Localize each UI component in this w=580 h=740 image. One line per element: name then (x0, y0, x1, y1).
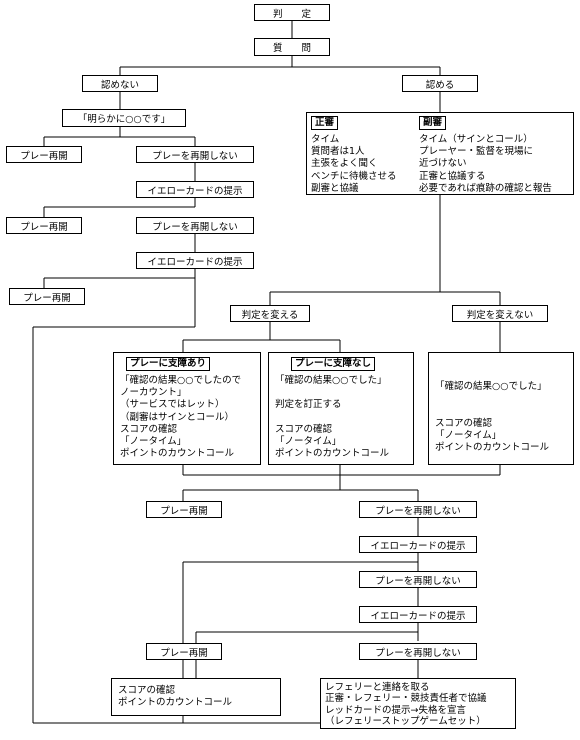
outcome-unchanged-line (435, 393, 549, 405)
outcome-unchanged-line: 「確認の結果○○でした」 (435, 381, 547, 392)
sub-referee-item: タイム（サインとコール） (419, 134, 533, 145)
outcome-affected-line: （サービスではレット） (120, 399, 225, 411)
outcome-affected-line: ポイントのカウントコール (120, 448, 235, 460)
outcome-unaffected-line (275, 412, 389, 424)
final-referee-box: レフェリーと連絡を取る 正審・レフェリー・競技責任者で協議 レッドカードの提示→… (320, 678, 516, 729)
outcome-unaffected-line: ポイントのカウントコール (275, 448, 390, 460)
outcome-unchanged-line: スコアの確認 (435, 417, 493, 429)
outcome-affected-title: プレーに支障あり (126, 357, 211, 371)
main-referee-title: 正審 (311, 116, 339, 130)
outcome-unaffected-title: プレーに支障なし (291, 357, 376, 371)
outcome-affected-line: 「確認の結果○○でしたので (120, 375, 242, 386)
sub-referee-title: 副審 (419, 116, 447, 130)
judgment-box: 判 定 (254, 4, 330, 21)
final-score-line: ポイントのカウントコール (118, 697, 233, 709)
outcome-unchanged-line (435, 357, 549, 373)
main-referee-item: 質問者は1人 (311, 146, 365, 158)
outcome-unaffected-line (275, 387, 389, 399)
referee-roles-box: 正審 タイム 質問者は1人 主張をよく聞く ベンチに待機させる 副審と協議 副審… (306, 112, 574, 195)
yellow-card-box-2: イエローカードの提示 (136, 252, 254, 269)
outcome-affected-line: 「ノータイム」 (120, 436, 187, 448)
main-referee-item: ベンチに待機させる (311, 170, 397, 182)
outcome-unchanged-line: 「ノータイム」 (435, 429, 502, 441)
outcome-unchanged-line: ポイントのカウントコール (435, 441, 550, 453)
change-judgment-box: 判定を変える (230, 305, 310, 322)
outcome-affected-line: （副審はサインとコール） (120, 411, 235, 423)
sub-referee-item: プレーヤー・監督を現場に (419, 146, 534, 158)
outcome-unchanged-box: 「確認の結果○○でした」 スコアの確認 「ノータイム」 ポイントのカウントコール (428, 352, 574, 465)
play-resume-box-2: プレー再開 (6, 217, 82, 234)
main-referee-item: 副審と協議 (311, 182, 359, 194)
play-resume-box-6: プレー再開 (146, 643, 222, 660)
outcome-unaffected-box: プレーに支障なし 「確認の結果○○でした」 判定を訂正する スコアの確認 「ノー… (268, 352, 414, 465)
main-referee-column: 正審 タイム 質問者は1人 主張をよく聞く ベンチに待機させる 副審と協議 (311, 116, 411, 195)
outcome-unaffected-line: 「ノータイム」 (275, 435, 342, 447)
sub-referee-item: 近づけない (419, 158, 467, 170)
final-score-box: スコアの確認 ポイントのカウントコール (111, 678, 281, 716)
question-box: 質 問 (254, 38, 330, 56)
keep-judgment-box: 判定を変えない (452, 305, 548, 322)
outcome-affected-line: ノーカウント」 (120, 387, 187, 399)
outcome-affected-line: スコアの確認 (120, 423, 178, 435)
outcome-affected-box: プレーに支障あり 「確認の結果○○でしたので ノーカウント」 （サービスではレッ… (113, 352, 261, 465)
main-referee-item: 主張をよく聞く (311, 158, 378, 170)
no-resume-box-6: プレーを再開しない (359, 643, 477, 660)
sub-referee-column: 副審 タイム（サインとコール） プレーヤー・監督を現場に 近づけない 正審と協議… (419, 116, 573, 195)
final-referee-line: 正審・レフェリー・競技責任者で協議 (325, 693, 487, 705)
play-resume-box-3: プレー再開 (9, 288, 85, 305)
play-resume-box-1: プレー再開 (6, 146, 82, 163)
play-resume-box-4: プレー再開 (146, 501, 222, 518)
sub-referee-item: 正審と協議する (419, 170, 486, 182)
not-accept-box: 認めない (82, 75, 158, 92)
outcome-unchanged-line (435, 405, 549, 417)
no-resume-box-4: プレーを再開しない (359, 501, 477, 518)
outcome-unaffected-line: 「確認の結果○○でした」 (275, 375, 387, 386)
yellow-card-box-1: イエローカードの提示 (136, 181, 254, 198)
final-score-line: スコアの確認 (118, 685, 176, 696)
outcome-unaffected-line: 判定を訂正する (275, 399, 342, 411)
sub-referee-item: 必要であれば痕跡の確認と報告 (419, 182, 552, 194)
final-referee-line: レフェリーと連絡を取る (325, 682, 430, 693)
final-referee-line: （レフェリーストップゲームセット） (325, 716, 486, 728)
outcome-unaffected-line: スコアの確認 (275, 423, 333, 435)
no-resume-box-1: プレーを再開しない (136, 146, 254, 163)
no-resume-box-5: プレーを再開しない (359, 571, 477, 588)
no-resume-box-2: プレーを再開しない (136, 217, 254, 234)
final-referee-line: レッドカードの提示→失格を宣言 (325, 704, 466, 716)
yellow-card-box-5: イエローカードの提示 (359, 606, 477, 623)
clearly-statement-box: 「明らかに○○です」 (62, 109, 186, 127)
yellow-card-box-4: イエローカードの提示 (359, 536, 477, 553)
accept-box: 認める (402, 75, 478, 92)
main-referee-item: タイム (311, 134, 340, 145)
